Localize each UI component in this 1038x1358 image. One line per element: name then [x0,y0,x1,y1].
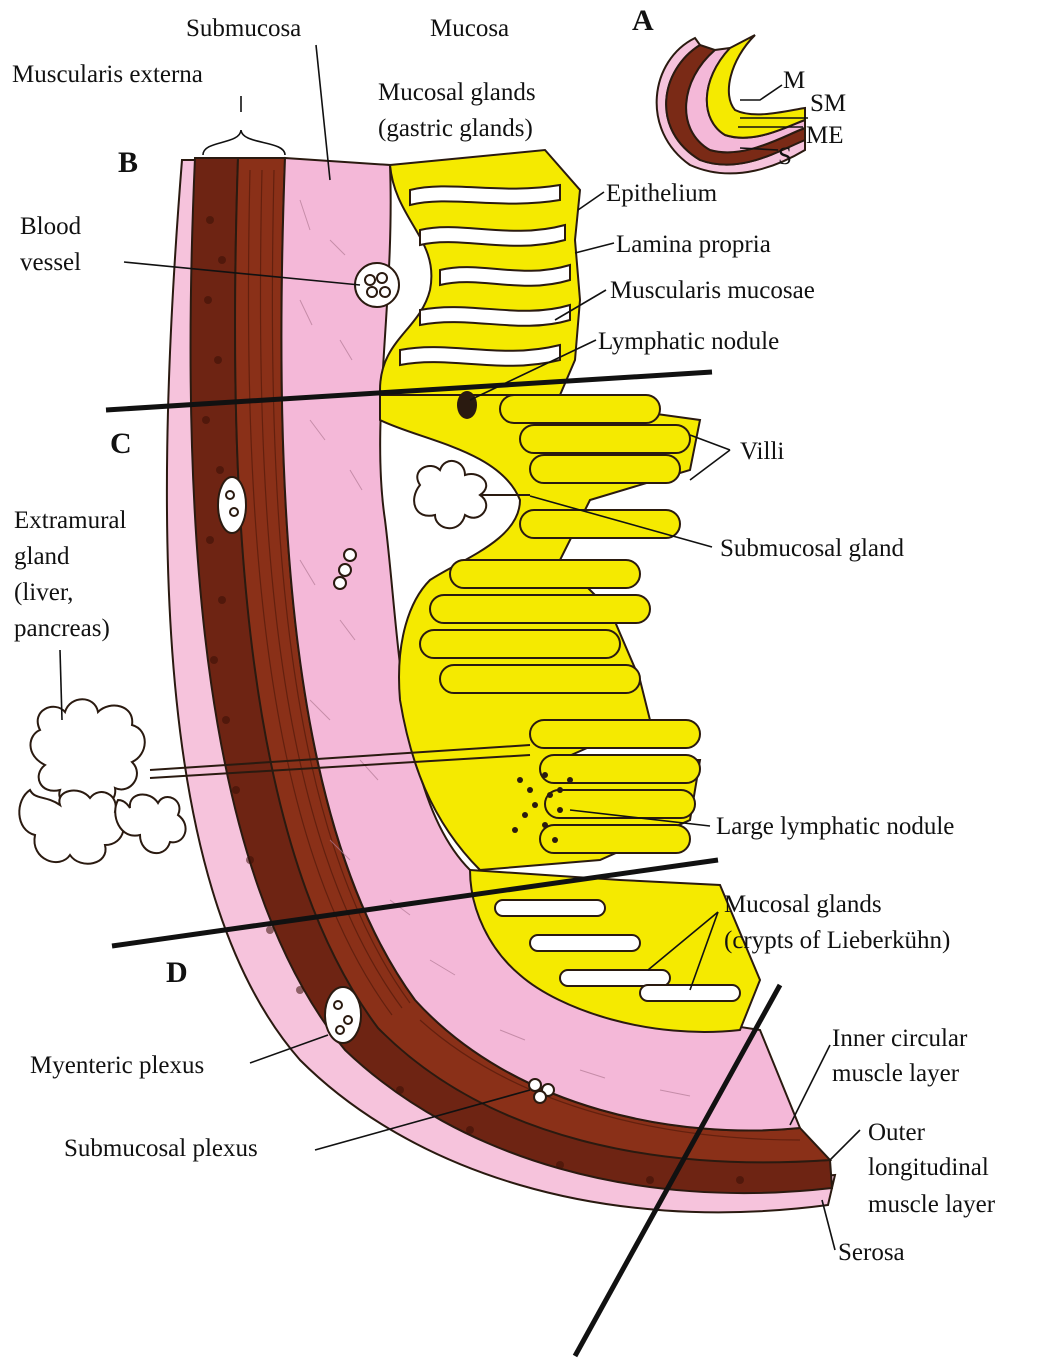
label-submucosal-plexus: Submucosal plexus [64,1135,258,1162]
label-crypts-1: Mucosal glands [724,891,882,918]
section-label-b: B [118,146,138,179]
label-outer-longitudinal-2: longitudinal [868,1154,989,1181]
label-epithelium: Epithelium [606,180,718,207]
label-large-lymphatic-nodule: Large lymphatic nodule [716,813,954,840]
inset-label-sm: SM [810,90,846,117]
inset-label-m: M [783,67,805,94]
label-lymphatic-nodule: Lymphatic nodule [598,328,779,355]
label-outer-longitudinal-1: Outer [868,1119,926,1146]
label-extramural-3: (liver, [14,579,73,606]
label-mucosa: Mucosa [430,15,509,42]
label-lamina-propria: Lamina propria [616,231,771,258]
inset-label-s: S [778,143,792,170]
blood-vessel [355,263,399,307]
label-extramural-4: pancreas) [14,615,110,642]
top-labels: Submucosa Mucosa Muscularis externa Muco… [12,15,536,142]
label-submucosa: Submucosa [186,15,301,42]
section-label-a: A [632,4,654,37]
small-lymphatic-nodule [457,391,477,419]
label-extramural-2: gland [14,543,70,570]
label-villi: Villi [740,438,784,465]
label-blood-vessel-2: vessel [20,249,81,276]
label-inner-circular-1: Inner circular [832,1025,968,1052]
label-mucosal-glands-gastric-1: Mucosal glands [378,79,536,106]
label-extramural-1: Extramural [14,507,127,534]
label-crypts-2: (crypts of Lieberkühn) [724,927,950,954]
label-inner-circular-2: muscle layer [832,1060,960,1087]
label-muscularis-externa: Muscularis externa [12,61,203,88]
inset-label-me: ME [806,122,844,149]
section-label-c: C [110,427,132,460]
label-submucosal-gland: Submucosal gland [720,535,905,562]
label-muscularis-mucosae: Muscularis mucosae [610,277,815,304]
label-outer-longitudinal-3: muscle layer [868,1191,996,1218]
section-label-d: D [166,956,188,989]
label-mucosal-glands-gastric-2: (gastric glands) [378,115,533,142]
label-blood-vessel-1: Blood [20,213,82,240]
label-myenteric-plexus: Myenteric plexus [30,1052,204,1079]
label-serosa: Serosa [838,1239,905,1266]
